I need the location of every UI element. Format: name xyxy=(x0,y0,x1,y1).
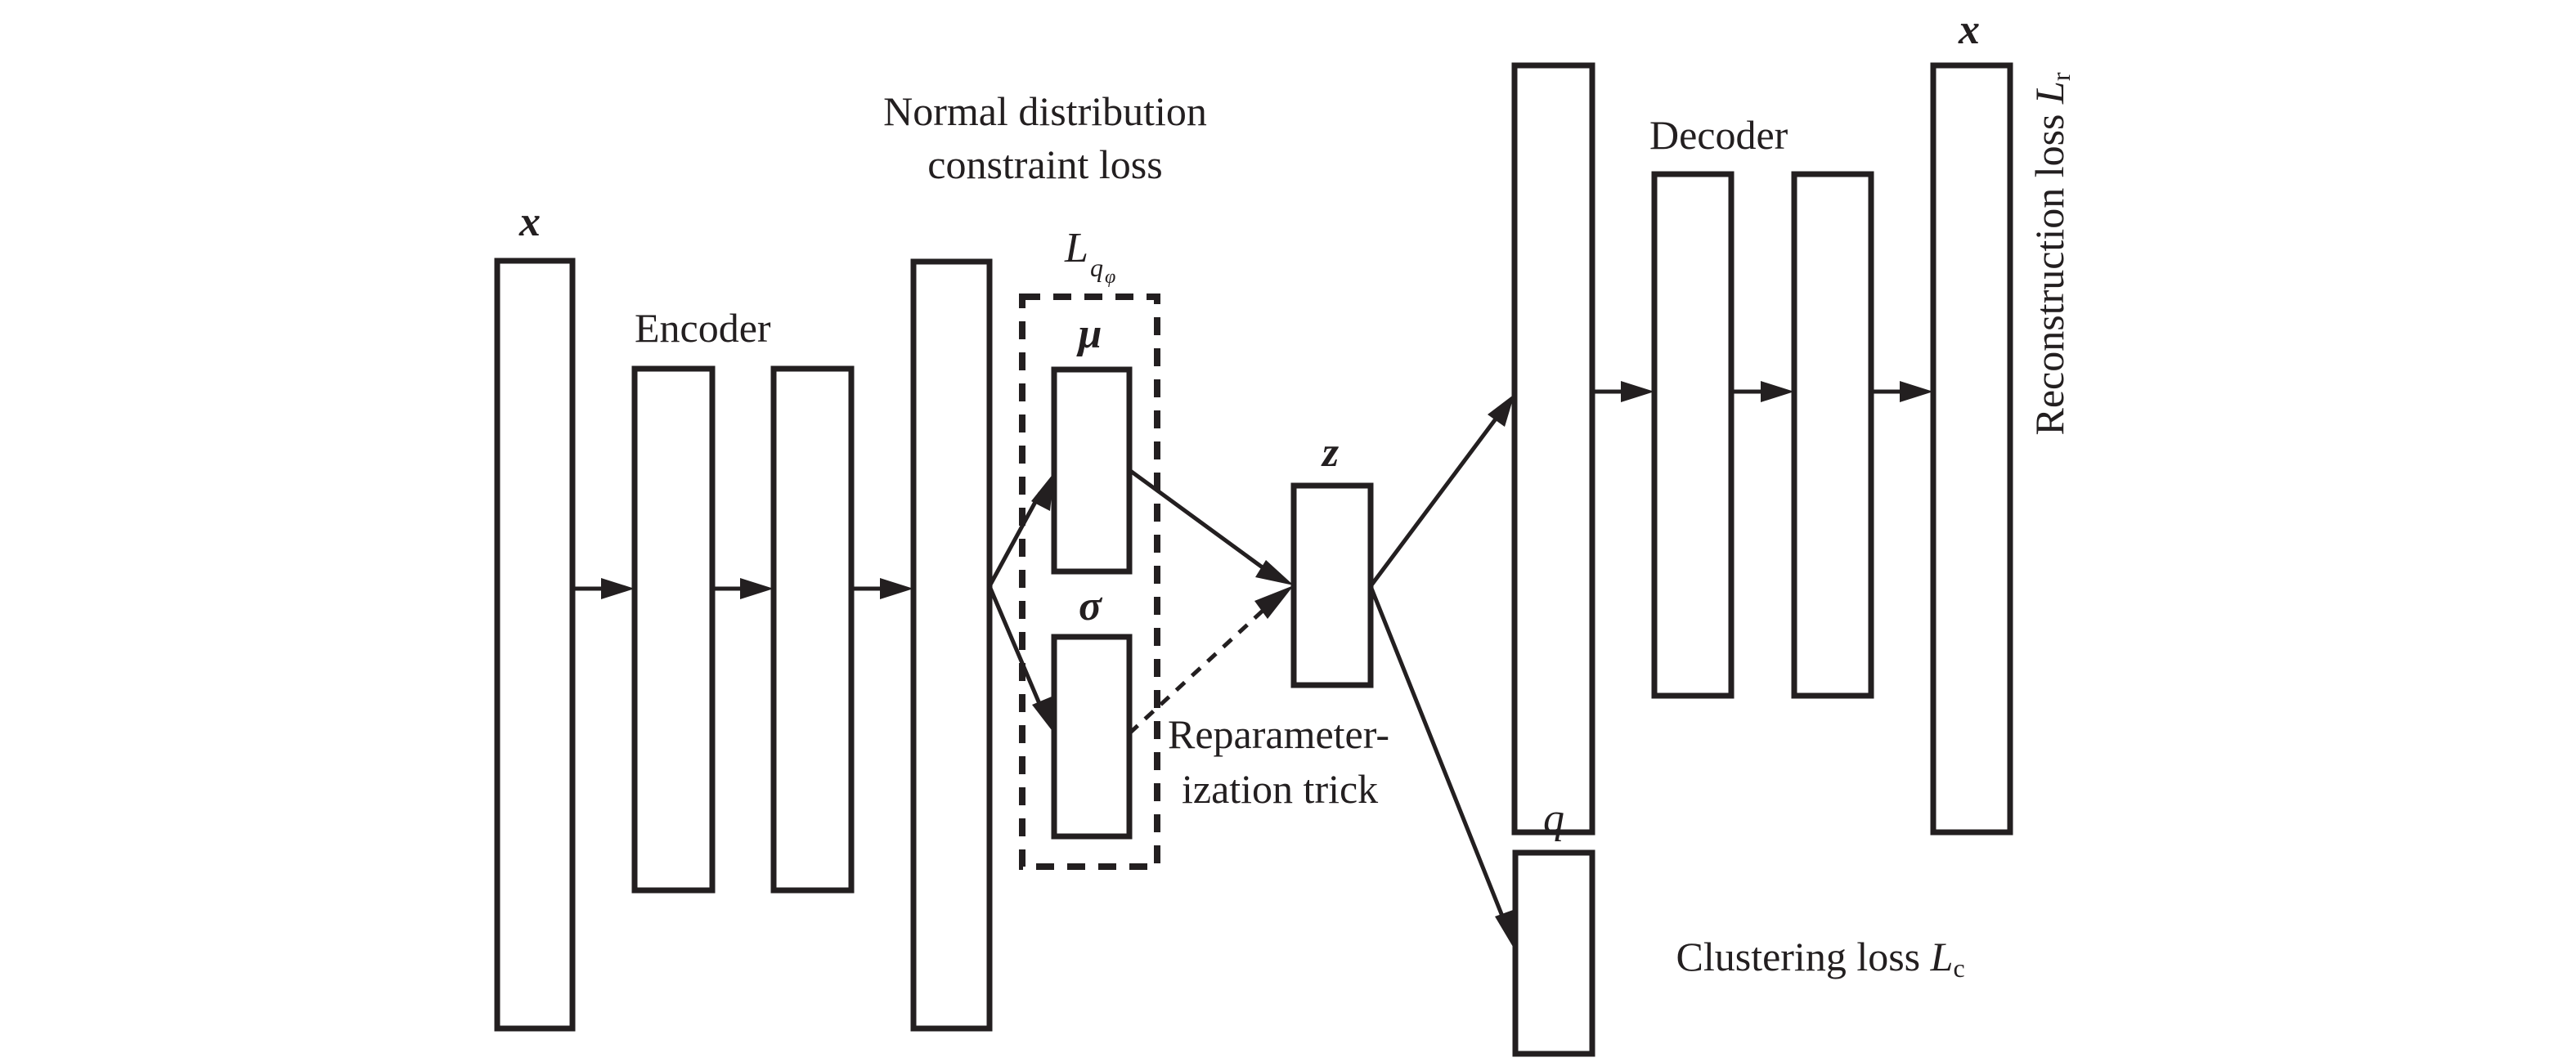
kl-loss-L: L xyxy=(1064,225,1088,271)
clustering-loss-L: L xyxy=(1930,934,1954,979)
arrow-z-to-q xyxy=(1368,585,1515,951)
arrow-enc1-to-enc2 xyxy=(712,578,774,599)
output-layer-box xyxy=(1930,62,2013,836)
reconstruction-loss-L: L xyxy=(2026,81,2072,105)
latent-z-label: z xyxy=(1321,429,1340,476)
normal-constraint-group-box xyxy=(1019,294,1160,870)
reparameterization-label-line1: Reparameter- xyxy=(1168,711,1389,757)
output-x-label: x xyxy=(1958,7,1980,53)
arrow-encout-to-mu xyxy=(987,473,1054,588)
arrow-input-to-enc1 xyxy=(572,578,635,599)
kl-loss-subscript-phi: φ xyxy=(1105,267,1115,288)
clustering-loss-text: Clustering loss xyxy=(1676,934,1931,979)
decoder-hidden-layer-1-box xyxy=(1651,171,1735,699)
normal-constraint-label-line1: Normal distribution xyxy=(883,88,1207,134)
arrow-dec1-to-dec2 xyxy=(1731,381,1794,402)
reconstruction-loss-label: Reconstruction loss Lr xyxy=(2026,21,2079,507)
arrow-decin-to-dec1 xyxy=(1592,381,1654,402)
reparameterization-label-line2: ization trick xyxy=(1182,766,1378,812)
arrow-sigma-to-z-reparameterization xyxy=(1128,585,1294,735)
encoder-label: Encoder xyxy=(635,305,771,351)
kl-loss-subscript-q: q xyxy=(1090,253,1103,282)
arrow-enc2-to-encout xyxy=(851,578,913,599)
decoder-input-layer-box xyxy=(1511,62,1595,836)
reconstruction-loss-text: Reconstruction loss xyxy=(2026,104,2072,436)
arrow-encout-to-sigma xyxy=(987,585,1054,733)
soft-assignment-q-box xyxy=(1512,849,1595,1057)
encoder-hidden-layer-2-box xyxy=(770,365,855,894)
reconstruction-loss-subscript: r xyxy=(2046,72,2076,81)
arrow-z-to-decoder xyxy=(1368,394,1515,588)
input-x-label: x xyxy=(518,199,541,245)
latent-z-box xyxy=(1290,482,1374,688)
arrow-mu-to-z xyxy=(1128,468,1294,585)
sigma-label: σ xyxy=(1079,583,1103,630)
encoder-output-layer-box xyxy=(910,258,993,1032)
mu-box xyxy=(1051,366,1133,575)
decoder-hidden-layer-2-box xyxy=(1791,171,1874,699)
kl-loss-label: L q φ xyxy=(1064,225,1115,288)
decoder-label: Decoder xyxy=(1649,112,1788,158)
normal-constraint-label-line2: constraint loss xyxy=(927,141,1162,187)
arrow-dec2-to-output xyxy=(1871,381,1933,402)
q-label: q xyxy=(1543,795,1564,842)
svg-text:Reconstruction loss Lr: Reconstruction loss Lr xyxy=(2026,21,2079,507)
input-layer-box xyxy=(494,258,576,1032)
clustering-loss-subscript: c xyxy=(1953,953,1964,983)
sigma-box xyxy=(1051,634,1133,840)
clustering-loss-label: Clustering loss Lc xyxy=(1625,934,1995,986)
encoder-hidden-layer-1-box xyxy=(631,365,716,894)
mu-label: μ xyxy=(1076,311,1102,357)
